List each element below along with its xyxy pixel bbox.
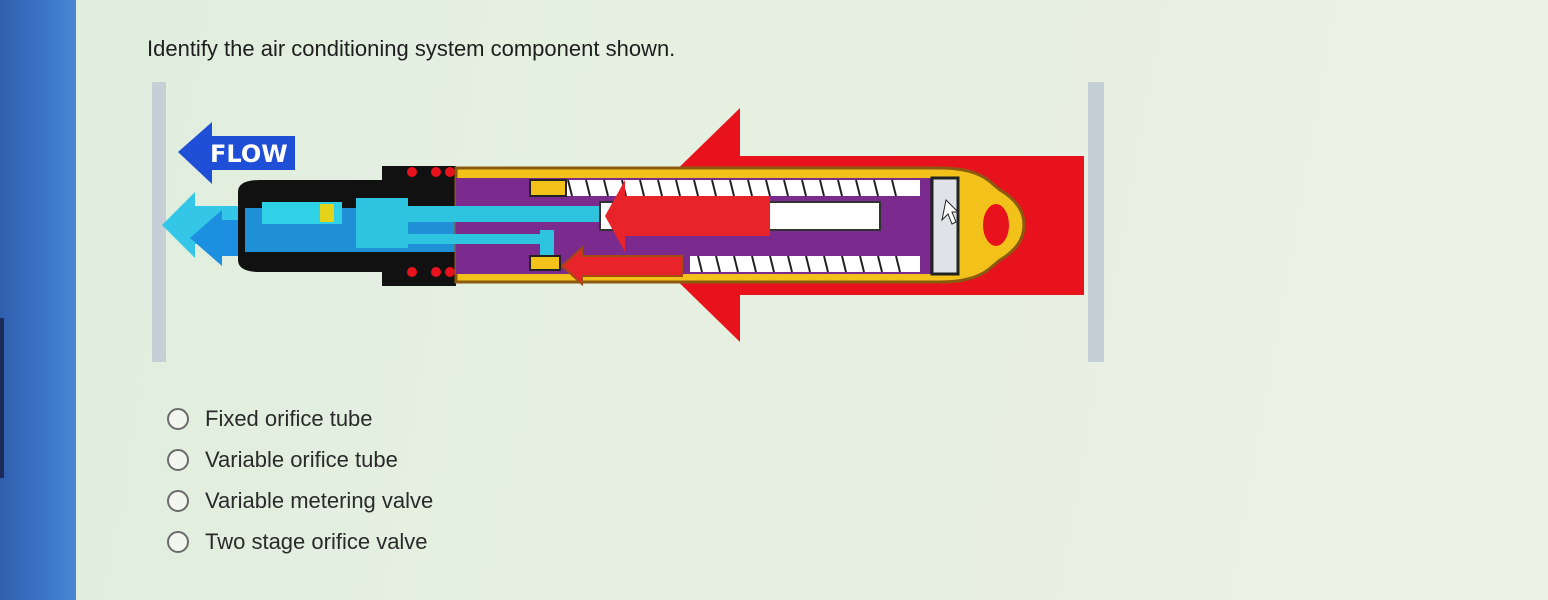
radio-button[interactable]	[167, 448, 189, 471]
component-diagram: FLOW	[150, 80, 1110, 365]
option-fixed-orifice-tube[interactable]: Fixed orifice tube	[167, 398, 433, 439]
question-text: Identify the air conditioning system com…	[147, 36, 676, 61]
ring-eye	[977, 198, 1015, 252]
piston-head	[930, 176, 960, 276]
inner-red-arrow	[605, 180, 770, 252]
option-variable-metering-valve[interactable]: Variable metering valve	[167, 480, 433, 521]
flow-label: FLOW	[210, 140, 288, 168]
outlet-insert-yellow	[320, 204, 334, 222]
option-label[interactable]: Two stage orifice valve	[205, 528, 428, 554]
left-window-edge	[0, 0, 76, 600]
option-variable-orifice-tube[interactable]: Variable orifice tube	[167, 439, 433, 480]
lower-red-arrow	[560, 245, 683, 287]
right-post	[1088, 82, 1104, 362]
radio-button[interactable]	[167, 407, 189, 430]
radio-button[interactable]	[167, 489, 189, 512]
lower-spring	[690, 256, 920, 272]
upper-spring	[540, 180, 920, 196]
metering-passage	[364, 206, 604, 222]
option-two-stage-orifice-valve[interactable]: Two stage orifice valve	[167, 521, 433, 562]
flow-arrow-icon	[178, 122, 295, 184]
option-label[interactable]: Fixed orifice tube	[205, 405, 373, 431]
radio-button[interactable]	[167, 530, 189, 553]
orifice-tube-illustration	[152, 82, 1104, 362]
left-post	[152, 82, 166, 362]
option-label[interactable]: Variable orifice tube	[205, 446, 398, 472]
option-label[interactable]: Variable metering valve	[205, 487, 434, 513]
answer-options: Fixed orifice tube Variable orifice tube…	[167, 398, 433, 562]
